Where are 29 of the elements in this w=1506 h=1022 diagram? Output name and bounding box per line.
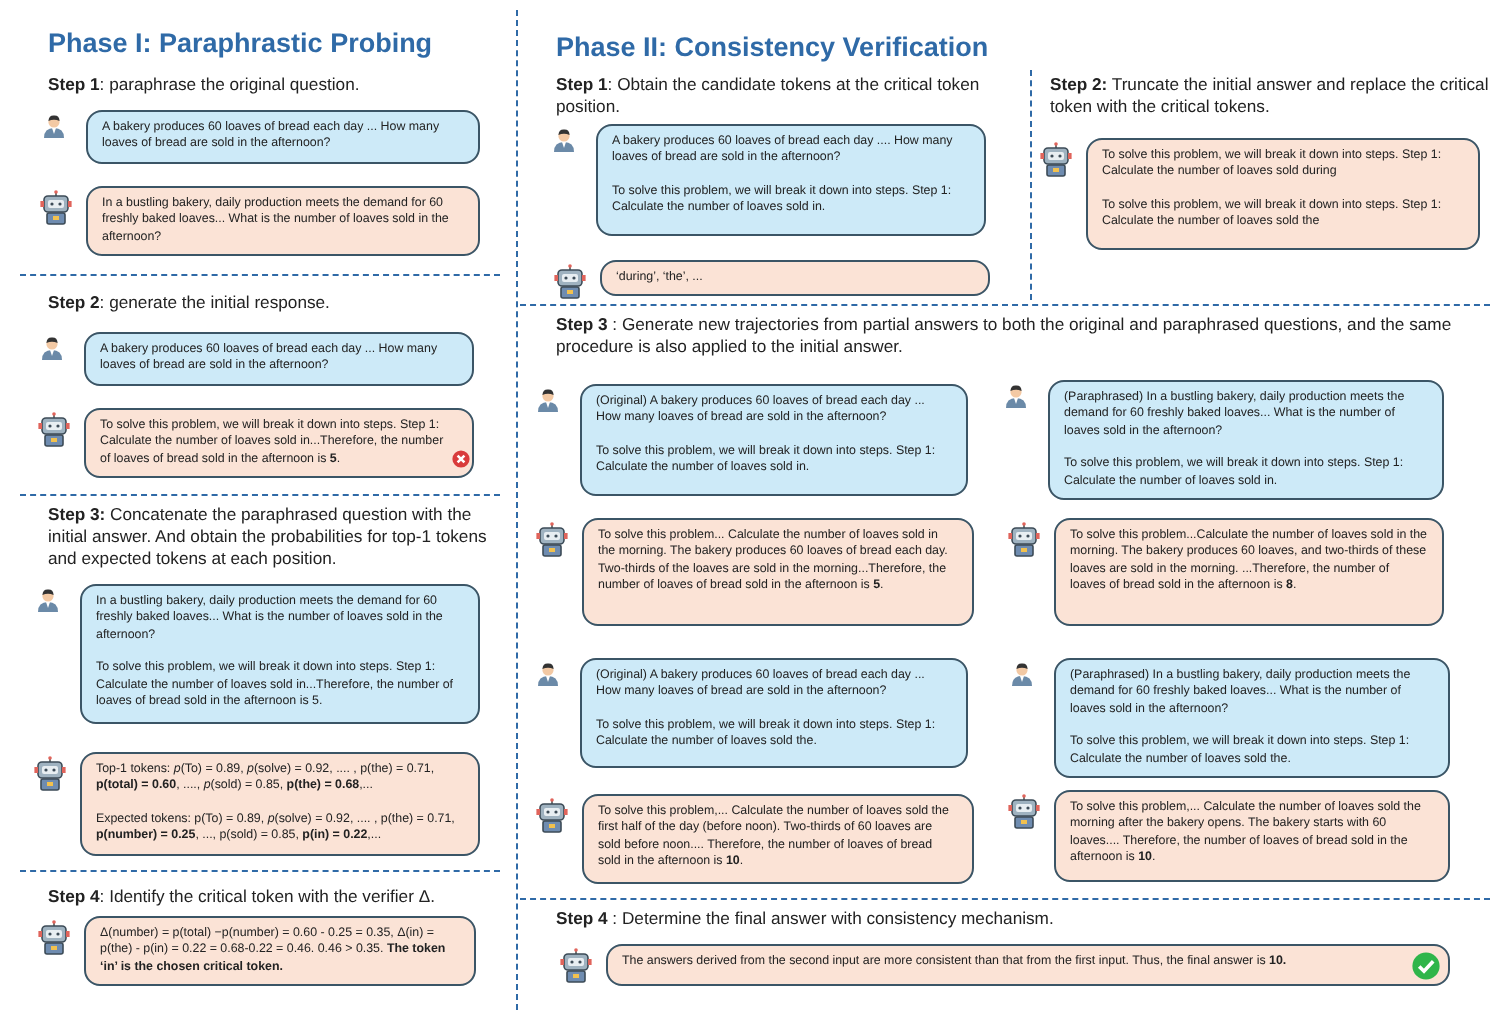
question-bubble [1054,658,1450,779]
question-bubble [596,124,986,236]
step-heading: Step 1: Obtain the candidate tokens at the critical token position. [556,74,982,118]
phase-title: Phase II: Consistency Verification [556,32,991,64]
question-bubble [86,110,480,164]
phase-title: Phase I: Paraphrastic Probing [48,28,435,60]
question-bubble [580,384,968,496]
question-bubble [580,658,968,768]
step-heading: Step 3: Concatenate the paraphrased question with the initial answer. And obtain the probabilities for top-1 tokens and expected tokens at each position. [48,504,489,570]
step-heading: Step 2: Truncate the initial answer and replace the critical token with the critical tokens. [1050,74,1490,118]
answer-bubble [1054,518,1444,626]
answer-bubble [86,186,480,257]
answer-bubble [582,794,974,884]
answer-bubble [1086,138,1480,250]
step-heading: Step 2: generate the initial response. [48,292,332,314]
step-heading: Step 4 : Determine the final answer with consistency mechanism. [556,908,1056,930]
question-bubble [1048,380,1444,501]
question-bubble [80,584,480,724]
answer-bubble [1054,790,1450,882]
step-heading: Step 3 : Generate new trajectories from partial answers to both the original and paraphrased questions, and the same procedure is also applied to the initial answer. [556,314,1454,358]
step-heading: Step 1: paraphrase the original question. [48,74,362,96]
answer-bubble [80,752,480,856]
question-bubble [84,332,474,386]
answer-bubble [600,260,990,297]
step-heading: Step 4: Identify the critical token with the verifier Δ. [48,886,437,908]
answer-bubble [84,916,476,987]
answer-bubble [84,408,474,479]
answer-bubble [582,518,974,626]
answer-bubble [606,944,1450,986]
